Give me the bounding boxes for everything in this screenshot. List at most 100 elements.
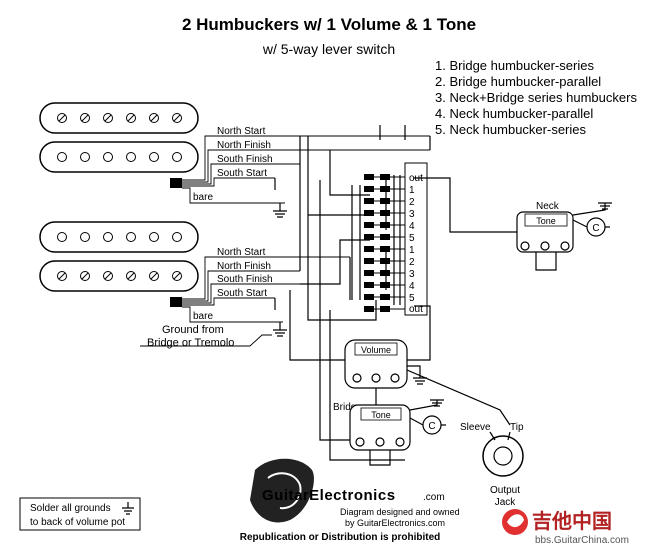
jack-sleeve-label: Sleeve <box>460 422 491 433</box>
legend-item-4: 4. Neck humbucker-parallel <box>435 106 593 121</box>
neck-cap-label: C <box>592 223 599 234</box>
jack-tip-label: Tip <box>510 422 524 433</box>
pole-screw-slot <box>173 272 181 280</box>
solder-note-line-1: Solder all grounds <box>30 503 111 514</box>
bridge-tone-pot: Bridge Tone C <box>333 399 446 466</box>
switch-lug <box>364 222 374 228</box>
neck-tone-text: Tone <box>536 216 556 226</box>
bridge-ground-note: Ground from Bridge or Tremolo <box>140 324 272 349</box>
solder-note-line-2: to back of volume pot <box>30 517 125 528</box>
switch-upper-4: 4 <box>409 221 415 232</box>
bridge-tone-label: Bridge <box>333 402 362 413</box>
switch-lower-5: 5 <box>409 293 415 304</box>
pole-piece <box>103 232 113 242</box>
diagram-subtitle: w/ 5-way lever switch <box>262 41 395 57</box>
pole-piece <box>149 152 159 162</box>
diagram-title: 2 Humbuckers w/ 1 Volume & 1 Tone <box>182 15 476 34</box>
ground-note-line-1: Ground from <box>162 324 224 336</box>
pole-screw-slot <box>150 114 158 122</box>
switch-lug <box>364 174 374 180</box>
bridge-wire-north-finish: North Finish <box>217 261 271 272</box>
guitarelectronics-logo: GuitarElectronics .com Diagram designed … <box>240 458 460 543</box>
bridge-wire-bare: bare <box>193 311 213 322</box>
legend-item-1: 1. Bridge humbucker-series <box>435 58 594 73</box>
pole-piece <box>80 232 90 242</box>
switch-lug <box>364 270 374 276</box>
switch-lug <box>364 186 374 192</box>
pole-piece <box>126 232 136 242</box>
pole-screw-slot <box>173 114 181 122</box>
neck-wire-bare: bare <box>193 192 213 203</box>
switch-lower-4: 4 <box>409 281 415 292</box>
legend-item-5: 5. Neck humbucker-series <box>435 122 586 137</box>
bridge-wire-south-finish: South Finish <box>217 274 273 285</box>
pole-screw-slot <box>81 114 89 122</box>
pole-piece <box>149 232 159 242</box>
switch-lower-out: out <box>409 304 423 315</box>
solder-note: Solder all grounds to back of volume pot <box>19 497 141 531</box>
pole-piece <box>172 152 182 162</box>
bridge-tone-text: Tone <box>371 410 391 420</box>
neck-wire-south-finish: South Finish <box>217 154 273 165</box>
switch-lug <box>364 258 374 264</box>
switch-lower-1: 1 <box>409 245 415 256</box>
pole-piece <box>172 232 182 242</box>
logo-credit-1: Diagram designed and owned <box>340 507 460 517</box>
switch-lug <box>364 198 374 204</box>
legend-item-3: 3. Neck+Bridge series humbuckers <box>435 90 637 105</box>
pole-screw-slot <box>104 114 112 122</box>
logo-notice: Republication or Distribution is prohibi… <box>240 532 441 543</box>
pole-piece <box>126 152 136 162</box>
switch-lower-3: 3 <box>409 269 415 280</box>
bridge-wire-north-start: North Start <box>217 247 266 258</box>
switch-position-legend: 1. Bridge humbucker-series 2. Bridge hum… <box>435 58 637 137</box>
pole-screw-slot <box>104 272 112 280</box>
watermark-chinese: 吉他中国 <box>532 509 612 533</box>
neck-tone-pot: Neck Tone C <box>516 201 612 271</box>
switch-lug <box>364 282 374 288</box>
pole-piece <box>103 152 113 162</box>
switch-upper-3: 3 <box>409 209 415 220</box>
pole-piece <box>57 152 67 162</box>
pole-screw-slot <box>127 114 135 122</box>
switch-upper-1: 1 <box>409 185 415 196</box>
neck-wire-south-start: South Start <box>217 168 267 179</box>
ground-note-line-2: Bridge or Tremolo <box>147 337 234 349</box>
switch-lower-2: 2 <box>409 257 415 268</box>
bridge-wire-south-start: South Start <box>217 288 267 299</box>
jack-label-line-2: Jack <box>495 497 517 508</box>
pole-piece <box>80 152 90 162</box>
pole-screw-slot <box>150 272 158 280</box>
switch-upper-5: 5 <box>409 233 415 244</box>
guitarchina-watermark: 吉他中国 bbs.GuitarChina.com <box>502 509 629 546</box>
neck-tone-label: Neck <box>536 201 560 212</box>
bridge-cap-label: C <box>428 421 435 432</box>
switch-lug <box>364 234 374 240</box>
switch-lug <box>364 210 374 216</box>
pole-piece <box>57 232 67 242</box>
watermark-url: bbs.GuitarChina.com <box>535 535 629 546</box>
switch-lug <box>364 306 374 312</box>
neck-wire-north-finish: North Finish <box>217 140 271 151</box>
logo-brand: GuitarElectronics <box>262 487 396 504</box>
neck-wire-north-start: North Start <box>217 126 266 137</box>
logo-credit-2: by GuitarElectronics.com <box>345 518 445 528</box>
pole-screw-slot <box>81 272 89 280</box>
volume-text: Volume <box>361 345 391 355</box>
output-jack: Sleeve Tip Output Jack <box>406 369 524 508</box>
jack-label-line-1: Output <box>490 485 520 496</box>
switch-upper-2: 2 <box>409 197 415 208</box>
pole-screw-slot <box>58 114 66 122</box>
pole-screw-slot <box>127 272 135 280</box>
five-way-switch: out 1 2 3 4 5 1 2 3 4 5 out <box>351 162 428 316</box>
switch-lug <box>364 294 374 300</box>
logo-domain: .com <box>423 492 445 503</box>
pole-screw-slot <box>58 272 66 280</box>
volume-pot: Volume <box>344 339 427 410</box>
bridge-humbucker: North Start North Finish South Finish So… <box>39 221 350 337</box>
switch-lug <box>364 246 374 252</box>
legend-item-2: 2. Bridge humbucker-parallel <box>435 74 601 89</box>
neck-humbucker: North Start North Finish South Finish So… <box>39 102 430 218</box>
